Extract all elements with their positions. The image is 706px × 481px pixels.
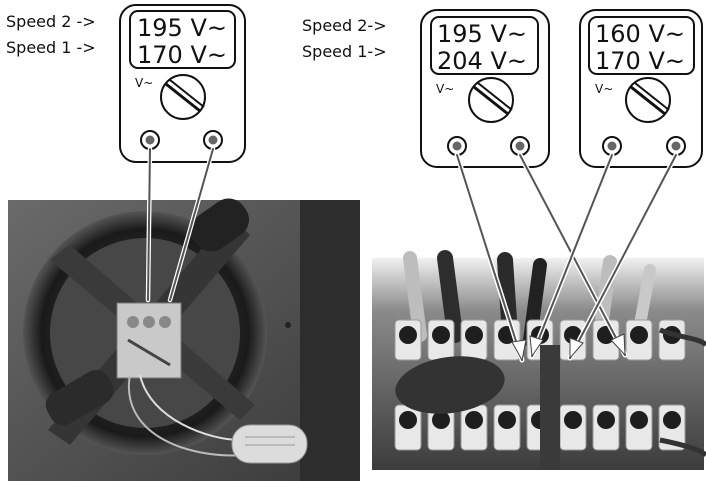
speed-1-label: Speed 1->: [302, 42, 387, 61]
probe-lead: [148, 149, 150, 300]
reading-speed-1: 170 V~: [137, 41, 227, 69]
multimeter-3: 160 V~ 170 V~ V~: [580, 10, 702, 167]
dial-symbol: V~: [595, 82, 613, 96]
fan-motor-photo: [8, 191, 360, 481]
terminal-block-photo: [372, 258, 706, 470]
speed-2-label: Speed 2 ->: [6, 12, 96, 31]
reading-speed-2: 195 V~: [437, 20, 527, 48]
dial-symbol: V~: [436, 82, 454, 96]
speed-1-label: Speed 1 ->: [6, 38, 96, 57]
selector-dial-icon: [469, 78, 513, 122]
reading-speed-1: 204 V~: [437, 47, 527, 75]
reading-bottom: 170 V~: [595, 47, 685, 75]
reading-top: 160 V~: [595, 20, 685, 48]
multimeter-2: Speed 2-> Speed 1-> 195 V~ 204 V~ V~: [302, 10, 549, 167]
multimeter-1: Speed 2 -> Speed 1 -> 195 V~ 170 V~ V~: [6, 5, 245, 162]
speed-2-label: Speed 2->: [302, 16, 387, 35]
selector-dial-icon: [161, 75, 205, 119]
selector-dial-icon: [626, 78, 670, 122]
reading-speed-2: 195 V~: [137, 14, 227, 42]
dial-symbol: V~: [135, 76, 153, 90]
